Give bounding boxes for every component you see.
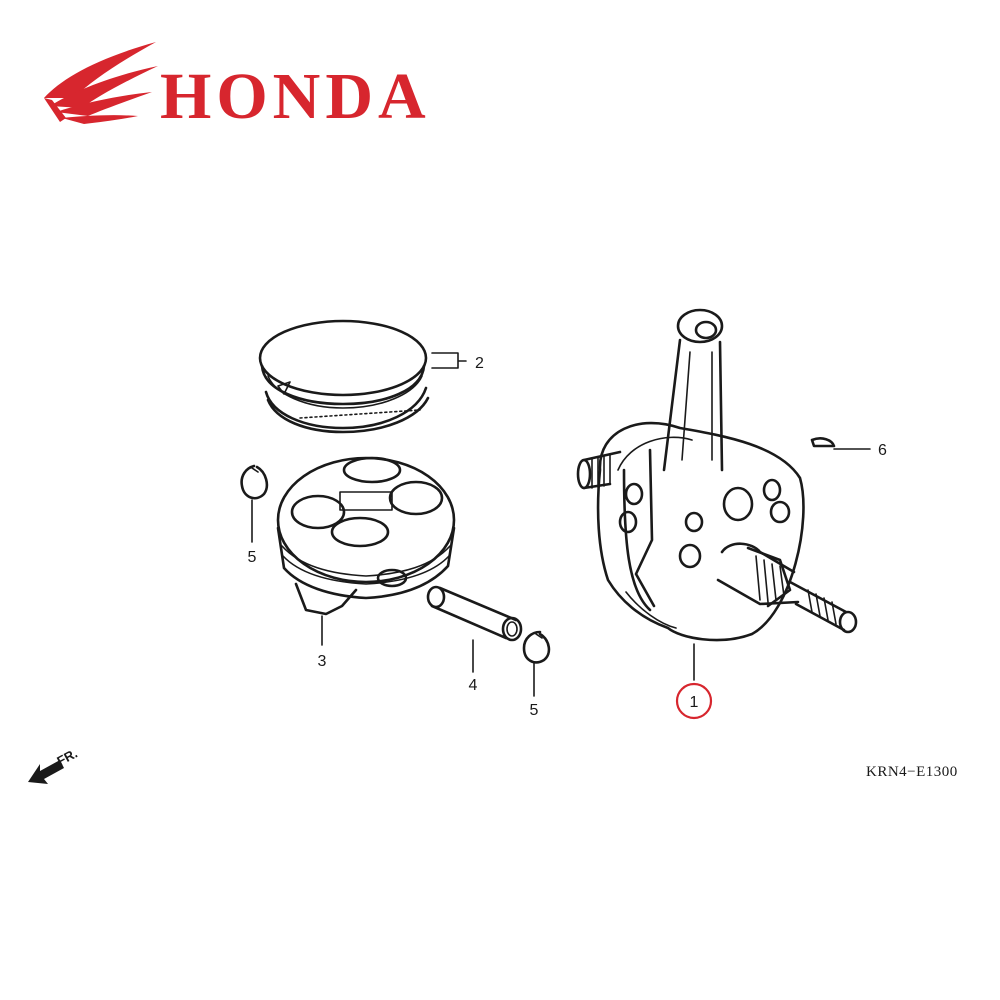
callout-5-right[interactable]: 5 [530,702,539,719]
crankshaft-assembly [576,308,858,681]
callout-1[interactable]: 1 [675,682,713,720]
piston-pin [426,585,523,673]
brand-name: HONDA [160,60,431,133]
piston-pin-clip-right [522,630,551,697]
callout-2[interactable]: 2 [475,355,484,372]
callout-3[interactable]: 3 [318,653,327,670]
arrow-front-icon [28,760,64,784]
callout-label: 1 [690,694,699,711]
callout-6[interactable]: 6 [878,442,887,459]
callout-5-left[interactable]: 5 [248,549,257,566]
highlight-ring [675,682,713,720]
callout-4[interactable]: 4 [469,677,478,694]
piston-pin-clip-left [240,464,269,543]
piston [276,456,456,646]
honda-wing-icon [44,42,158,124]
diagram-code: KRN4−E1300 [866,764,958,780]
piston-ring-set [258,319,467,434]
woodruff-key [810,437,871,450]
front-indicator: FR. [28,746,80,784]
